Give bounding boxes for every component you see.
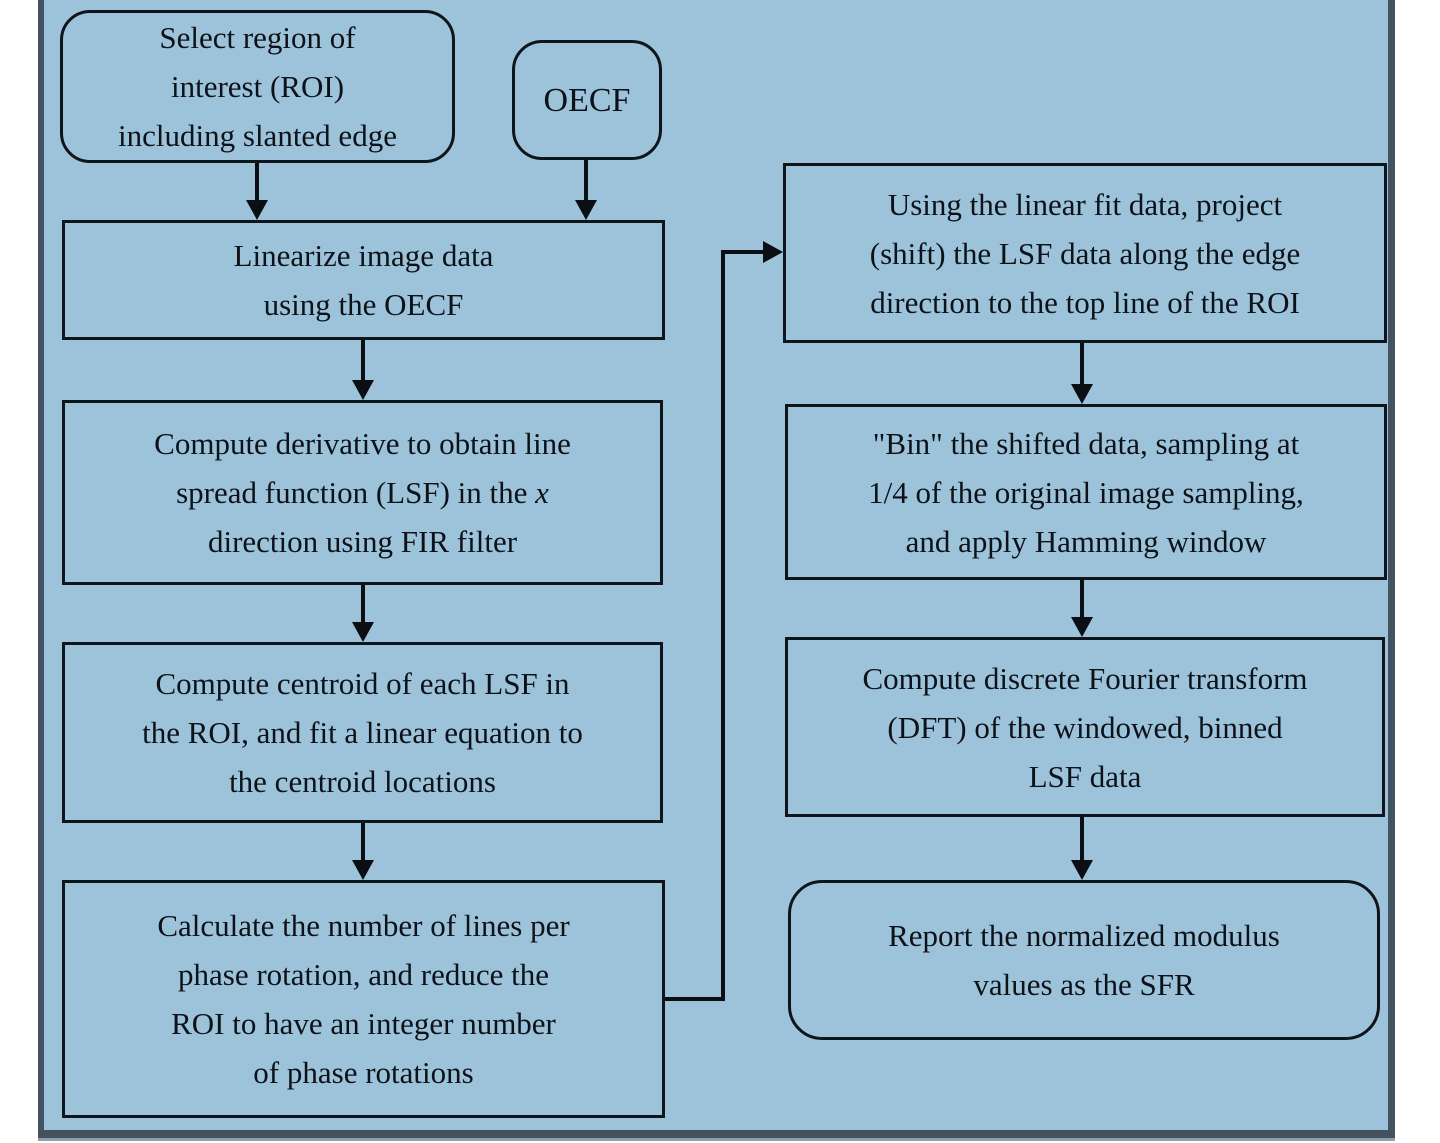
- node-select-roi: Select region of interest (ROI) including …: [60, 10, 455, 163]
- text-line: (DFT) of the windowed, binned: [887, 709, 1283, 745]
- text-line: Report the normalized modulus: [888, 918, 1280, 953]
- arrowhead-down-icon: [575, 200, 597, 220]
- arrowhead-down-icon: [1071, 860, 1093, 880]
- arrowhead-down-icon: [246, 200, 268, 220]
- text-line: using the OECF: [263, 287, 464, 322]
- text-line: Compute centroid of each LSF in: [155, 666, 570, 701]
- arrowhead-down-icon: [352, 622, 374, 642]
- text-segment: spread function (LSF) in the: [176, 475, 536, 510]
- node-compute-dft: Compute discrete Fourier transform (DFT) …: [785, 637, 1385, 817]
- text-line: (shift) the LSF data along the edge: [869, 235, 1301, 271]
- text-line: OECF: [543, 81, 631, 119]
- node-linearize: Linearize image data using the OECF: [62, 220, 665, 340]
- node-report-sfr: Report the normalized modulus values as t…: [788, 880, 1380, 1040]
- connector-centroid-to-calculate: [361, 823, 365, 860]
- text-line: of phase rotations: [253, 1055, 474, 1090]
- node-compute-derivative: Compute derivative to obtain line spread…: [62, 400, 663, 585]
- arrowhead-down-icon: [352, 380, 374, 400]
- node-project-lsf: Using the linear fit data, project (shift…: [783, 163, 1387, 343]
- text-line: direction using FIR filter: [207, 524, 518, 559]
- connector-project-to-bin: [1080, 343, 1084, 384]
- arrowhead-down-icon: [352, 860, 374, 880]
- node-compute-centroid: Compute centroid of each LSF in the ROI, …: [62, 642, 663, 823]
- connector-calculate-to-project-segment-vertical: [721, 250, 725, 1001]
- text-segment-italic: x: [535, 475, 549, 510]
- node-bin-data: "Bin" the shifted data, sampling at 1/4 o…: [785, 404, 1387, 580]
- text-line: including slanted edge: [118, 118, 397, 153]
- text-line: the ROI, and fit a linear equation to: [142, 715, 583, 750]
- arrowhead-right-icon: [763, 241, 783, 263]
- arrowhead-down-icon: [1071, 617, 1093, 637]
- connector-roi-to-linearize: [255, 163, 259, 200]
- text-line: ROI to have an integer number: [171, 1006, 556, 1041]
- text-line: Linearize image data: [233, 238, 494, 273]
- connector-bin-to-dft: [1080, 580, 1084, 617]
- text-line: 1/4 of the original image sampling,: [868, 474, 1304, 510]
- text-line: the centroid locations: [229, 764, 496, 799]
- connector-dft-to-report: [1080, 817, 1084, 860]
- text-line: Calculate the number of lines per: [157, 908, 570, 943]
- text-line: Compute derivative to obtain line: [154, 426, 571, 461]
- connector-derivative-to-centroid: [361, 585, 365, 622]
- connector-calculate-to-project-segment-top: [721, 250, 763, 254]
- text-line: direction to the top line of the ROI: [870, 284, 1300, 320]
- arrowhead-down-icon: [1071, 384, 1093, 404]
- text-line: "Bin" the shifted data, sampling at: [872, 425, 1300, 461]
- text-line: interest (ROI): [170, 69, 345, 104]
- text-line: Select region of: [159, 20, 356, 55]
- text-line: Compute discrete Fourier transform: [862, 660, 1308, 696]
- connector-oecf-to-linearize: [584, 160, 588, 200]
- text-line: values as the SFR: [973, 967, 1195, 1002]
- connector-calculate-to-project-segment-bottom: [665, 997, 723, 1001]
- text-line: phase rotation, and reduce the: [178, 957, 549, 992]
- text-line: and apply Hamming window: [905, 523, 1267, 559]
- text-line: spread function (LSF) in the x: [176, 468, 549, 517]
- node-oecf: OECF: [512, 40, 662, 160]
- connector-linearize-to-derivative: [361, 340, 365, 380]
- text-line: Using the linear fit data, project: [887, 186, 1283, 222]
- node-calculate-phase-rotations: Calculate the number of lines per phase r…: [62, 880, 665, 1118]
- text-line: LSF data: [1028, 758, 1142, 794]
